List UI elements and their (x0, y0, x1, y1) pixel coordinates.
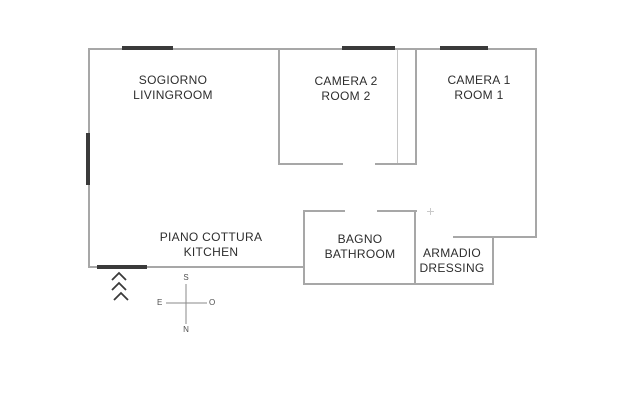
wall-room2-right (397, 50, 398, 164)
label-room1-en: ROOM 1 (454, 88, 504, 102)
compass-label-east: E (157, 298, 163, 307)
wall-right (535, 48, 537, 238)
cross-marker (430, 208, 431, 215)
wall-bottom (88, 266, 305, 268)
wall-room2-bottom-left (278, 163, 343, 165)
wall-bathroom-top-left (303, 210, 345, 212)
label-kitchen-en: KITCHEN (183, 245, 239, 259)
label-room2-en: ROOM 2 (321, 89, 371, 103)
compass-rose-icon (166, 284, 207, 324)
label-dressing-en: DRESSING (419, 261, 485, 275)
compass-label-north: N (183, 325, 189, 334)
window-marker-room1-top (440, 46, 488, 50)
compass-label-south: S (183, 273, 189, 282)
wall-bathroom-dressing-bottom (303, 283, 494, 285)
wall-room1-left (415, 48, 417, 165)
wall-bathroom-left (303, 210, 305, 285)
label-livingroom-en: LIVINGROOM (133, 88, 213, 102)
label-room1: CAMERA 1 ROOM 1 (447, 73, 510, 103)
label-dressing-it: ARMADIO (422, 246, 482, 260)
window-marker-room2-top (342, 46, 395, 50)
wall-dressing-right (492, 236, 494, 285)
label-bathroom-en: BATHROOM (324, 247, 396, 261)
label-kitchen-it: PIANO COTTURA (159, 230, 263, 244)
window-marker-livingroom-top (122, 46, 173, 50)
label-bathroom-it: BAGNO (337, 232, 383, 246)
window-marker-livingroom-left (86, 133, 90, 185)
entrance-direction-chevrons-icon (111, 271, 129, 301)
label-dressing: ARMADIO DRESSING (419, 246, 484, 276)
entrance-door-marker (97, 265, 147, 269)
label-bathroom: BAGNO BATHROOM (325, 232, 396, 262)
wall-bathroom-top-right (377, 210, 417, 212)
label-room1-it: CAMERA 1 (447, 73, 511, 87)
label-livingroom-it: SOGIORNO (138, 73, 208, 87)
wall-dressing-top (453, 236, 537, 238)
wall-top (88, 48, 537, 50)
wall-room2-bottom-right (375, 163, 417, 165)
wall-livingroom-room2 (278, 48, 280, 165)
compass-label-west: O (209, 298, 216, 307)
label-room2: CAMERA 2 ROOM 2 (314, 74, 377, 104)
label-room2-it: CAMERA 2 (314, 74, 378, 88)
wall-bathroom-right (414, 210, 416, 285)
label-livingroom: SOGIORNO LIVINGROOM (133, 73, 213, 103)
label-kitchen: PIANO COTTURA KITCHEN (160, 230, 263, 260)
